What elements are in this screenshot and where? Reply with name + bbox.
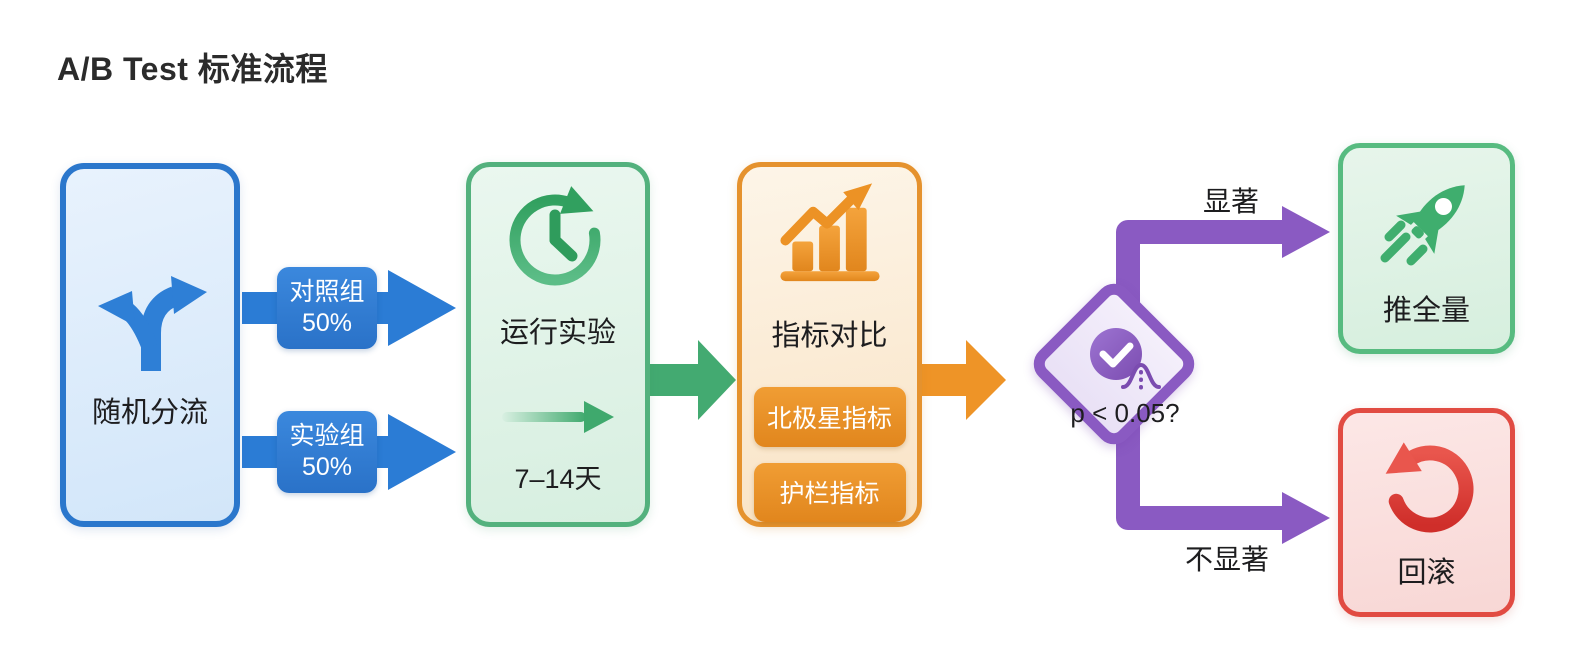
node-metric-comparison-label: 指标对比: [771, 320, 888, 353]
node-rollback: 回滚: [1338, 408, 1515, 617]
page-title: A/B Test 标准流程: [57, 51, 328, 87]
edge-not-significant-label: 不显著: [1185, 544, 1270, 575]
node-metric-comparison: 指标对比 北极星指标 护栏指标: [737, 162, 922, 527]
edge-significant-label: 显著: [1203, 186, 1260, 217]
split-arrows-icon: [98, 276, 207, 371]
node-decision-content: p < 0.05?: [1040, 292, 1210, 462]
node-random-split: 随机分流: [60, 163, 240, 527]
guardrail-metric-label: 护栏指标: [779, 480, 880, 509]
node-full-rollout-label: 推全量: [1382, 294, 1470, 327]
edge-treatment-group: 实验组: [289, 421, 365, 450]
node-rollback-label: 回滚: [1397, 556, 1456, 589]
node-run-experiment: 运行实验 7–14天: [466, 162, 650, 527]
progress-arrow-icon: [502, 401, 614, 433]
edge-control-label: 对照组 50%: [277, 267, 377, 349]
rocket-icon: [1380, 184, 1465, 265]
edge-metrics-to-decision-arrow: [920, 340, 1006, 420]
edge-treatment-label: 实验组 50%: [277, 411, 377, 493]
north-star-metric-chip: 北极星指标: [753, 387, 906, 447]
edge-run-to-metrics-arrow: [648, 340, 736, 420]
check-distribution-icon: [1090, 327, 1161, 390]
guardrail-metric-chip: 护栏指标: [753, 462, 906, 523]
north-star-metric-label: 北极星指标: [766, 404, 892, 433]
node-run-duration: 7–14天: [514, 464, 602, 494]
node-run-experiment-label: 运行实验: [499, 317, 616, 349]
edge-control-percent: 50%: [301, 309, 353, 337]
node-full-rollout: 推全量: [1338, 143, 1515, 354]
bar-chart-icon: [779, 183, 880, 282]
node-decision-label: p < 0.05?: [1070, 397, 1180, 428]
rollback-icon: [1385, 441, 1474, 532]
edge-not-significant-arrow: [1116, 400, 1330, 544]
edge-control-group: 对照组: [289, 277, 365, 306]
edge-treatment-percent: 50%: [301, 453, 353, 481]
node-random-split-label: 随机分流: [91, 397, 208, 429]
clock-history-icon: [509, 186, 601, 286]
